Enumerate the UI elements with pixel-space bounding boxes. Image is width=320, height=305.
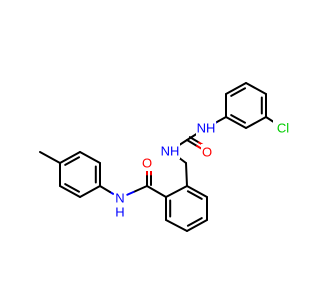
amide-n-label-bg	[114, 190, 126, 206]
ring-bond	[186, 219, 208, 232]
c-o-double-bond	[188, 136, 201, 144]
n-c-bond	[186, 133, 198, 141]
single-bond	[146, 185, 167, 198]
amide-oxygen-label-bg	[141, 155, 153, 171]
ring-bond	[165, 219, 188, 232]
amide-oxygen-label: O	[142, 156, 152, 171]
c-n-bond	[126, 191, 135, 196]
aromatic-double-bond	[64, 183, 81, 193]
amide-h-label: H	[115, 205, 124, 220]
urea-oxygen-label: O	[202, 145, 212, 160]
ring-bond	[79, 185, 101, 198]
chlorine-label-bg	[273, 120, 293, 136]
methyl-bond	[39, 151, 61, 164]
c-o-double-bond	[186, 139, 198, 147]
c-n-bond	[132, 185, 148, 193]
urea-nh-lower-label: NH	[161, 144, 180, 159]
urea-nh-upper-label-bg	[196, 120, 216, 136]
ring-bond	[245, 116, 267, 129]
amide-n-label: N	[115, 191, 124, 206]
bond-layer	[39, 82, 278, 232]
aromatic-double-bond	[64, 156, 81, 166]
chlorine-label: Cl	[277, 121, 289, 136]
ring-bond	[225, 82, 247, 95]
ring-bond	[59, 185, 81, 198]
aromatic-double-bond	[186, 217, 203, 227]
ring-bond	[79, 151, 101, 164]
urea-oxygen-label-bg	[201, 144, 213, 160]
amide-h-label-bg	[114, 204, 126, 220]
c-n-bond	[215, 116, 227, 124]
aromatic-double-bond	[230, 87, 247, 97]
ring-bond	[225, 116, 247, 129]
single-bond	[185, 162, 188, 187]
n-c-bond	[99, 185, 111, 193]
ring-bond	[165, 185, 188, 198]
aromatic-double-bond	[230, 114, 247, 124]
ring-bond	[186, 185, 208, 198]
urea-nh-upper-label: NH	[197, 121, 216, 136]
c-o-double-bond	[196, 145, 202, 150]
ring-bond	[245, 82, 267, 95]
ring-bond	[59, 151, 81, 164]
urea-nh-lower-label-bg	[160, 143, 180, 159]
aromatic-double-bond	[186, 190, 203, 200]
